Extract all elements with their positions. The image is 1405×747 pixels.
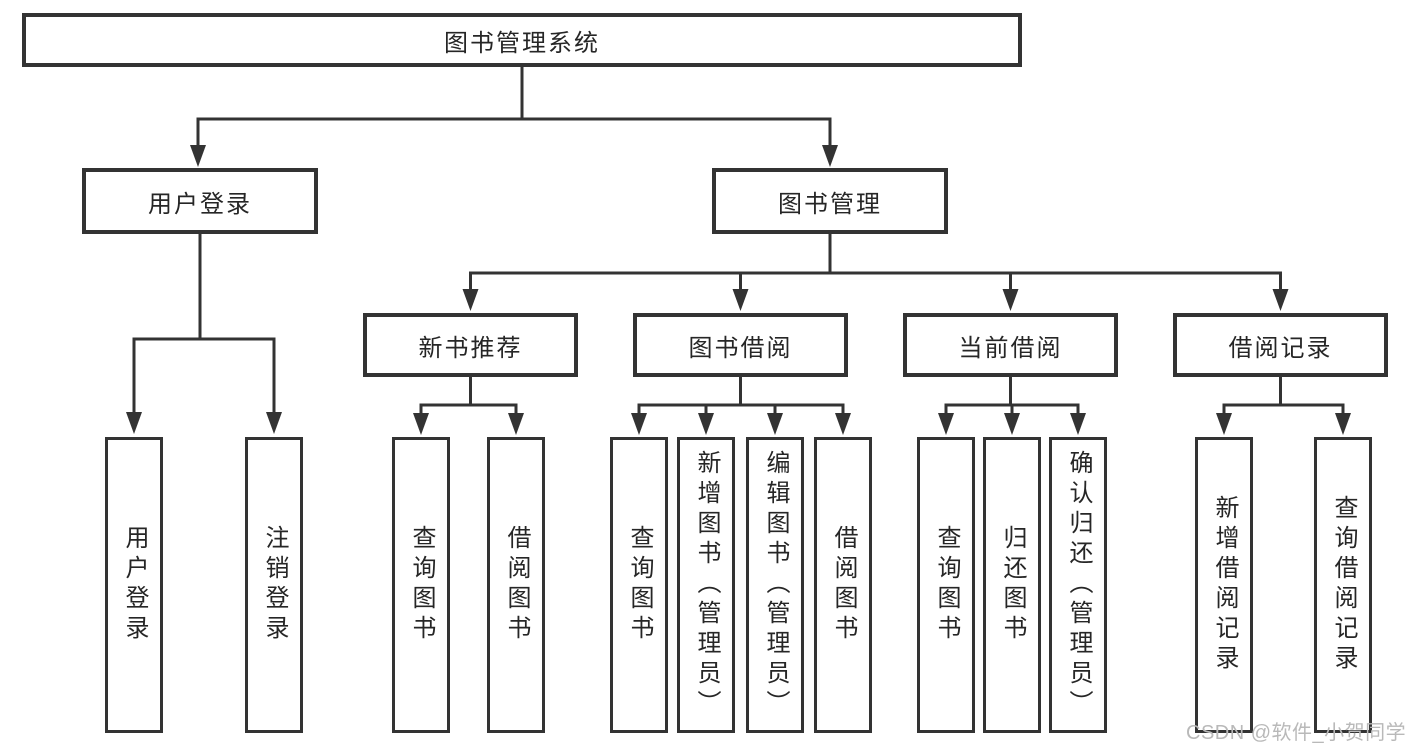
- node-new-book-recommend: 新书推荐: [363, 313, 578, 377]
- node-root-system: 图书管理系统: [22, 13, 1022, 67]
- node-user-login-label: 用户登录: [148, 190, 252, 218]
- leaf-add-borrow-record-label: 新增借阅记录: [1211, 495, 1238, 675]
- node-new-book-recommend-label: 新书推荐: [418, 334, 523, 362]
- connector-book-management-to-level3: [462, 232, 1289, 311]
- leaf-query-books-recommend-label: 查询图书: [408, 525, 435, 645]
- node-borrow-records-label: 借阅记录: [1228, 334, 1333, 362]
- leaf-borrow-books-recommend-label: 借阅图书: [503, 525, 530, 645]
- leaf-user-login: 用户登录: [105, 437, 163, 733]
- connector-borrow-records-to-leaves: [1216, 375, 1351, 435]
- connector-book-borrow-to-leaves: [631, 375, 851, 435]
- leaf-return-book-label: 归还图书: [999, 525, 1026, 645]
- leaf-borrow-books-label: 借阅图书: [830, 525, 857, 645]
- leaf-add-borrow-record: 新增借阅记录: [1195, 437, 1253, 733]
- leaf-query-borrow-record: 查询借阅记录: [1314, 437, 1372, 733]
- node-root-system-label: 图书管理系统: [444, 29, 600, 57]
- node-book-management-label: 图书管理: [778, 190, 882, 218]
- leaf-edit-book-admin: 编辑图书（管理员）: [746, 437, 804, 733]
- leaf-logout-label: 注销登录: [261, 525, 288, 645]
- leaf-add-book-admin: 新增图书（管理员）: [677, 437, 735, 733]
- leaf-user-login-label: 用户登录: [121, 525, 148, 645]
- node-current-borrow: 当前借阅: [903, 313, 1118, 377]
- connector-root-to-level2: [190, 65, 838, 167]
- connector-new-book-recommend-to-leaves: [413, 375, 524, 435]
- leaf-return-book: 归还图书: [983, 437, 1041, 733]
- leaf-logout: 注销登录: [245, 437, 303, 733]
- leaf-edit-book-admin-label: 编辑图书（管理员）: [762, 450, 789, 720]
- leaf-query-books-borrow-label: 查询图书: [626, 525, 653, 645]
- leaf-confirm-return-admin-label: 确认归还（管理员）: [1065, 450, 1092, 720]
- connector-current-borrow-to-leaves: [938, 375, 1086, 435]
- node-book-borrow: 图书借阅: [633, 313, 848, 377]
- node-book-borrow-label: 图书借阅: [688, 334, 793, 362]
- leaf-add-book-admin-label: 新增图书（管理员）: [693, 450, 720, 720]
- watermark: CSDN @软件_小贺同学: [1186, 722, 1405, 744]
- leaf-borrow-books: 借阅图书: [814, 437, 872, 733]
- leaf-query-books-recommend: 查询图书: [392, 437, 450, 733]
- node-borrow-records: 借阅记录: [1173, 313, 1388, 377]
- leaf-query-books-current: 查询图书: [917, 437, 975, 733]
- connector-user-login-to-leaves: [126, 232, 282, 434]
- node-book-management: 图书管理: [712, 168, 948, 234]
- leaf-confirm-return-admin: 确认归还（管理员）: [1049, 437, 1107, 733]
- leaf-query-borrow-record-label: 查询借阅记录: [1330, 495, 1357, 675]
- node-user-login: 用户登录: [82, 168, 318, 234]
- leaf-borrow-books-recommend: 借阅图书: [487, 437, 545, 733]
- leaf-query-books-current-label: 查询图书: [933, 525, 960, 645]
- leaf-query-books-borrow: 查询图书: [610, 437, 668, 733]
- node-current-borrow-label: 当前借阅: [958, 334, 1063, 362]
